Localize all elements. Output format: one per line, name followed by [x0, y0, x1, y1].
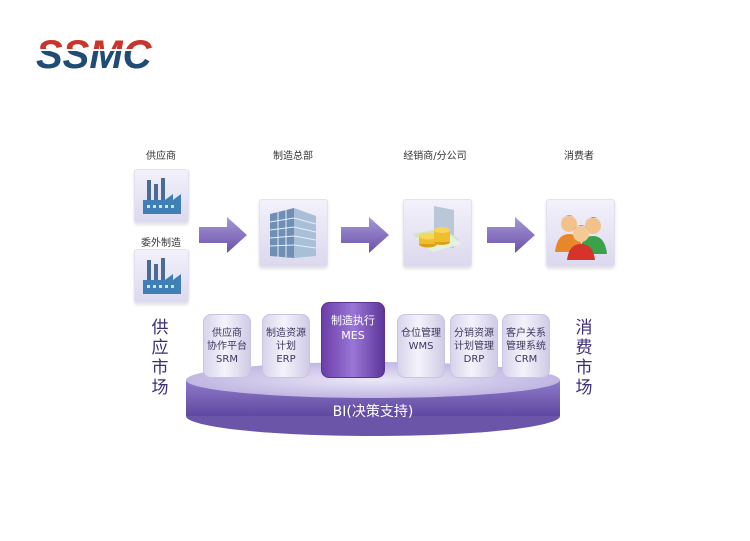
factory-icon	[143, 258, 181, 294]
stage-label-outsource: 委外制造	[141, 238, 181, 249]
money-icon	[412, 206, 462, 252]
stage-label-supplier: 供应商	[146, 151, 176, 162]
stage-label-hq: 制造总部	[273, 151, 313, 162]
stage-label-distributor: 经销商/分公司	[403, 151, 467, 162]
bi-label: BI(决策支持)	[332, 404, 414, 420]
consumer-tile	[546, 199, 615, 267]
supplier-tile	[134, 169, 189, 223]
distributor-tile	[403, 199, 472, 267]
consumer-market-label: 消费 市场	[575, 318, 593, 398]
factory-icon	[143, 178, 181, 214]
building-icon	[269, 208, 317, 258]
people-icon	[555, 215, 607, 260]
svg-text:SSMC: SSMC	[36, 33, 153, 74]
stage-label-consumer: 消费者	[564, 151, 594, 162]
flow-arrow	[199, 217, 247, 253]
flow-arrow	[341, 217, 389, 253]
outsource-tile	[134, 249, 189, 303]
svg-text:SSMC: SSMC	[36, 33, 153, 74]
ssmc-logo: SSMC SSMC	[34, 33, 164, 74]
supply-market-label: 供应 市场	[151, 318, 169, 398]
hq-tile	[259, 199, 328, 267]
flow-arrow	[487, 217, 535, 253]
